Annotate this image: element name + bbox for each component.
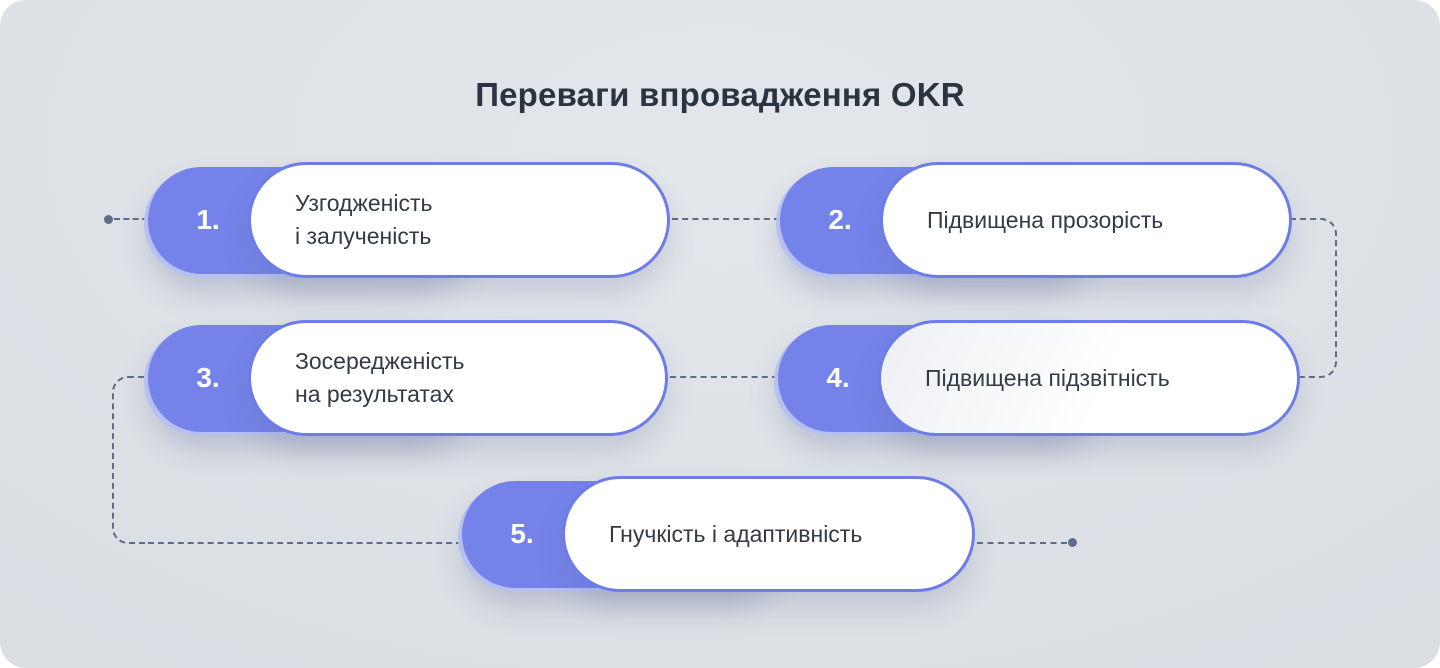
pill-label: Підвищена прозорість: [927, 206, 1164, 233]
pill-number: 1.: [196, 204, 220, 235]
connector-elbow-2-to-4: [1290, 218, 1337, 378]
connector-elbow-3-to-5: [112, 376, 148, 544]
connector-start-dot: [104, 215, 113, 224]
pill-number: 3.: [196, 362, 220, 393]
benefit-pill-4: 4. Підвищена підзвітність: [778, 320, 1300, 436]
connector-line-5-to-end: [977, 542, 1067, 544]
benefit-pill-3: 3. Зосередженість на результатах: [148, 320, 668, 436]
connector-line-3-to-4: [670, 376, 778, 378]
pill-body: Зосередженість на результатах: [248, 320, 668, 436]
pill-body: Гнучкість і адаптивність: [562, 476, 975, 592]
connector-line-1-to-2: [672, 218, 780, 220]
pill-label: Підвищена підзвітність: [925, 364, 1170, 391]
pill-body: Узгодженість і залученість: [248, 162, 670, 278]
pill-number: 4.: [826, 362, 850, 393]
benefit-pill-5: 5. Гнучкість і адаптивність: [462, 476, 975, 592]
connector-line-start-to-1: [114, 218, 148, 220]
pill-label: Узгодженість і залученість: [295, 190, 433, 249]
pill-body: Підвищена прозорість: [880, 162, 1292, 278]
benefit-pill-1: 1. Узгодженість і залученість: [148, 162, 670, 278]
pill-label: Гнучкість і адаптивність: [609, 520, 863, 547]
diagram-title: Переваги впровадження OKR: [475, 76, 965, 113]
pill-body: Підвищена підзвітність: [878, 320, 1300, 436]
pill-number: 2.: [828, 204, 852, 235]
pill-number: 5.: [510, 518, 534, 549]
benefit-pill-2: 2. Підвищена прозорість: [780, 162, 1292, 278]
connector-end-dot: [1068, 538, 1077, 547]
connector-line-to-5: [148, 542, 462, 544]
pill-label: Зосередженість на результатах: [295, 348, 465, 407]
